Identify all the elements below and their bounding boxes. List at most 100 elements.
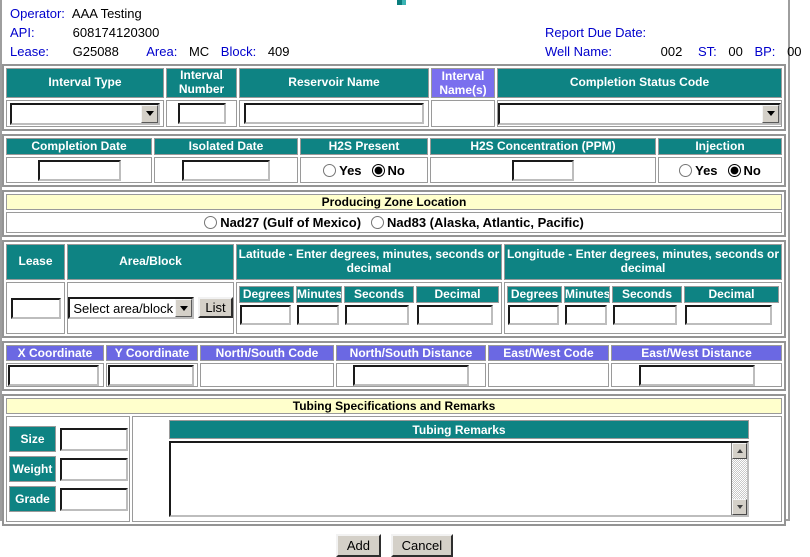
interval-names-header: Interval Name(s): [431, 68, 495, 98]
grade-label: Grade: [9, 486, 56, 512]
st-value: 00: [728, 44, 743, 59]
coordinates-table: X Coordinate Y Coordinate North/South Co…: [2, 341, 786, 391]
list-button[interactable]: List: [198, 296, 233, 318]
latitude-seconds-input[interactable]: [345, 305, 410, 325]
well-name-value: 002: [660, 44, 683, 59]
location-table: Lease Area/Block Latitude - Enter degree…: [2, 240, 786, 338]
area-block-select[interactable]: Select area/block: [68, 297, 195, 320]
interval-type-header: Interval Type: [6, 68, 164, 98]
api-label: API:: [10, 25, 35, 40]
area-block-header: Area/Block: [67, 244, 234, 280]
longitude-degrees-input[interactable]: [508, 305, 559, 325]
block-label: Block:: [220, 44, 257, 59]
latitude-minutes-input[interactable]: [297, 305, 340, 325]
injection-yes-label[interactable]: Yes: [695, 162, 718, 178]
bp-label: BP:: [754, 44, 776, 59]
latitude-minutes-header: Minutes: [296, 286, 342, 303]
injection-no-label[interactable]: No: [743, 162, 761, 178]
latitude-subtable: Degrees Minutes Seconds Decimal: [237, 284, 501, 327]
add-button[interactable]: Add: [335, 534, 382, 557]
reservoir-name-header: Reservoir Name: [239, 68, 429, 98]
isolated-date-input[interactable]: [182, 159, 270, 181]
size-input[interactable]: [60, 427, 128, 451]
chevron-down-icon[interactable]: [762, 104, 779, 123]
lease-input[interactable]: [10, 297, 61, 319]
interval-number-header: Interval Number: [166, 68, 237, 98]
latitude-seconds-header: Seconds: [344, 286, 414, 303]
size-label: Size: [9, 426, 56, 452]
api-value: 608174120300: [72, 25, 160, 40]
tubing-table: Tubing Specifications and Remarks Size W…: [2, 394, 786, 526]
east-west-code-cell: [488, 363, 609, 387]
scroll-up-icon: [736, 446, 743, 453]
grade-row: Grade: [9, 486, 128, 512]
north-south-code-cell: [200, 363, 334, 387]
tubing-section-title: Tubing Specifications and Remarks: [6, 398, 782, 414]
north-south-distance-input[interactable]: [353, 364, 469, 386]
east-west-distance-input[interactable]: [638, 364, 755, 386]
remarks-scrollbar[interactable]: [731, 443, 747, 515]
scroll-down-icon: [736, 505, 743, 512]
injection-header: Injection: [658, 138, 782, 155]
longitude-degrees-header: Degrees: [507, 286, 562, 303]
north-south-distance-header: North/South Distance: [336, 345, 486, 361]
h2s-no-radio[interactable]: [371, 163, 385, 177]
completion-status-select[interactable]: [498, 102, 781, 125]
interval-number-input[interactable]: [177, 103, 226, 124]
completion-table: Completion Date Isolated Date H2S Presen…: [2, 134, 786, 187]
h2s-present-header: H2S Present: [300, 138, 428, 155]
reservoir-name-input[interactable]: [244, 103, 424, 124]
nad27-radio[interactable]: [204, 216, 218, 229]
area-value: MC: [188, 44, 210, 59]
cancel-button[interactable]: Cancel: [390, 534, 454, 557]
x-coordinate-input[interactable]: [8, 364, 100, 386]
longitude-header: Longitude - Enter degrees, minutes, seco…: [504, 244, 782, 280]
north-south-code-header: North/South Code: [200, 345, 334, 361]
longitude-seconds-input[interactable]: [613, 305, 678, 325]
longitude-minutes-header: Minutes: [564, 286, 610, 303]
h2s-concentration-header: H2S Concentration (PPM): [430, 138, 656, 155]
injection-no-radio[interactable]: [727, 163, 741, 177]
y-coordinate-header: Y Coordinate: [106, 345, 198, 361]
x-coordinate-header: X Coordinate: [6, 345, 104, 361]
nad83-radio[interactable]: [371, 216, 385, 229]
nad83-label[interactable]: Nad83 (Alaska, Atlantic, Pacific): [387, 215, 584, 230]
scroll-down-button[interactable]: [732, 499, 747, 515]
latitude-decimal-input[interactable]: [417, 305, 494, 325]
h2s-no-label[interactable]: No: [387, 162, 405, 178]
nad27-label[interactable]: Nad27 (Gulf of Mexico): [220, 215, 362, 230]
y-coordinate-input[interactable]: [108, 364, 194, 386]
chevron-down-icon[interactable]: [175, 299, 193, 318]
report-due-date-label: Report Due Date:: [545, 25, 647, 40]
isolated-date-header: Isolated Date: [154, 138, 298, 155]
interval-type-select[interactable]: [10, 102, 160, 125]
latitude-decimal-header: Decimal: [416, 286, 499, 303]
longitude-subtable: Degrees Minutes Seconds Decimal: [505, 284, 781, 327]
area-label: Area:: [146, 44, 178, 59]
producing-zone-table: Producing Zone Location Nad27 (Gulf of M…: [2, 190, 786, 237]
well-name-label: Well Name:: [545, 44, 612, 59]
h2s-yes-radio[interactable]: [323, 163, 337, 177]
h2s-concentration-input[interactable]: [512, 159, 574, 181]
completion-status-header: Completion Status Code: [497, 68, 782, 98]
bp-value: 00: [787, 44, 802, 59]
producing-zone-title: Producing Zone Location: [6, 194, 782, 210]
longitude-decimal-header: Decimal: [684, 286, 779, 303]
h2s-yes-label[interactable]: Yes: [339, 162, 362, 178]
tubing-remarks-textarea[interactable]: [171, 443, 731, 515]
weight-input[interactable]: [60, 457, 128, 481]
longitude-decimal-input[interactable]: [685, 305, 773, 325]
cropped-page-title-fragment: [397, 0, 406, 5]
lease-label: Lease:: [10, 44, 50, 59]
scroll-up-button[interactable]: [732, 443, 747, 459]
latitude-degrees-input[interactable]: [240, 305, 291, 325]
operator-value: AAA Testing: [71, 6, 142, 21]
grade-input[interactable]: [60, 487, 128, 511]
chevron-down-icon[interactable]: [141, 104, 158, 123]
longitude-minutes-input[interactable]: [565, 305, 608, 325]
completion-date-header: Completion Date: [6, 138, 152, 155]
completion-date-input[interactable]: [37, 159, 121, 181]
injection-yes-radio[interactable]: [679, 163, 693, 177]
weight-row: Weight: [9, 456, 128, 482]
h2s-present-radio-group: Yes No: [301, 163, 427, 178]
